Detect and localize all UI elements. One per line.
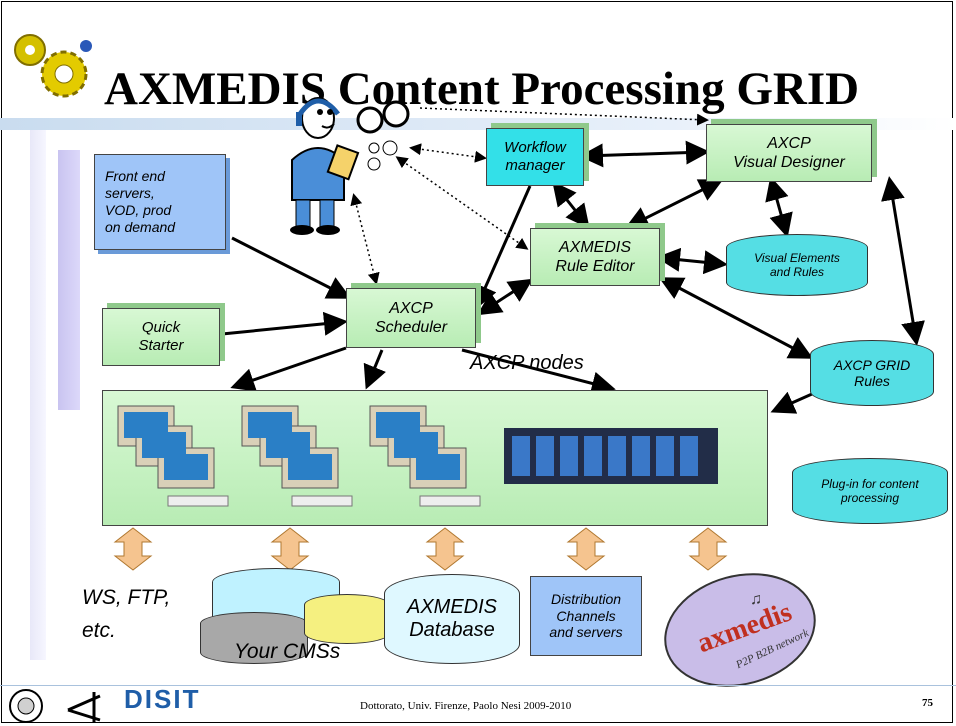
cms-store-yellow (304, 594, 390, 644)
gear-icon (14, 34, 92, 98)
footer-text: Dottorato, Univ. Firenze, Paolo Nesi 200… (360, 700, 572, 712)
university-seal-icon (9, 689, 43, 723)
your-cms-label: Your CMSs (234, 640, 341, 663)
left-decoration-bar-accent (58, 150, 80, 410)
axcp-nodes-label: AXCP nodes (470, 352, 584, 374)
compass-logo-icon (67, 692, 101, 722)
page-number: 75 (922, 697, 933, 709)
footer-divider (0, 685, 956, 686)
cms-store-gray (200, 612, 308, 664)
left-decoration-bar (30, 130, 46, 660)
computer-nodes-icon (117, 405, 718, 507)
operator-person-icon (290, 97, 410, 235)
slide-title: AXMEDIS Content Processing GRID (104, 63, 860, 115)
music-note-icon: ♫ (750, 591, 762, 608)
disit-logo: DISIT (124, 684, 201, 714)
axmedis-p2p-logo: axmedis P2P B2B network ♫ (664, 573, 816, 687)
ws-ftp-label: WS, FTP,etc. (82, 586, 171, 642)
